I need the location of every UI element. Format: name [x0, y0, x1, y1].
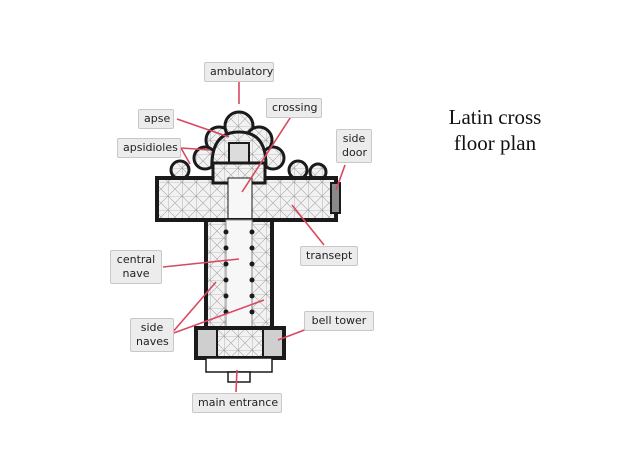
nave-block: [204, 218, 274, 332]
leader-crossing: [241, 111, 295, 193]
leader-apsidioles-b: [180, 147, 191, 165]
label-side-door: side door: [336, 129, 372, 163]
west-front: [194, 326, 286, 383]
label-main-entrance: main entrance: [192, 393, 282, 413]
label-central-nave: central nave: [110, 250, 162, 284]
leader-transept: [291, 204, 325, 246]
leader-main-entrance: [235, 369, 238, 393]
leader-apse: [176, 118, 230, 138]
leader-side-door: [335, 164, 346, 191]
label-side-naves: side naves: [130, 318, 174, 352]
crossing-bay: [227, 177, 253, 221]
label-apse: apse: [138, 109, 174, 129]
leader-bell-tower: [277, 328, 308, 341]
title-line-1: Latin cross: [448, 105, 542, 129]
label-side-naves-line2: naves: [136, 335, 169, 348]
leader-apsidioles-a: [180, 147, 211, 151]
title-line-2: floor plan: [453, 131, 537, 155]
leader-side-naves-b: [170, 299, 265, 335]
label-ambulatory: ambulatory: [204, 62, 274, 82]
label-bell-tower: bell tower: [304, 311, 374, 331]
label-apsidioles: apsidioles: [117, 138, 181, 158]
label-crossing: crossing: [266, 98, 322, 118]
label-side-door-line2: door: [342, 146, 367, 159]
leader-central-nave: [162, 258, 240, 268]
label-transept: transept: [300, 246, 358, 266]
label-side-naves-line1: side: [140, 321, 164, 334]
leader-lines: [162, 82, 346, 393]
chevet: [192, 110, 286, 171]
label-central-nave-line1: central: [116, 253, 156, 266]
label-side-door-line1: side: [342, 132, 366, 145]
label-central-nave-line2: nave: [122, 267, 150, 280]
leader-side-naves-a: [170, 281, 217, 335]
slide-title: Latin cross floor plan: [420, 104, 570, 156]
